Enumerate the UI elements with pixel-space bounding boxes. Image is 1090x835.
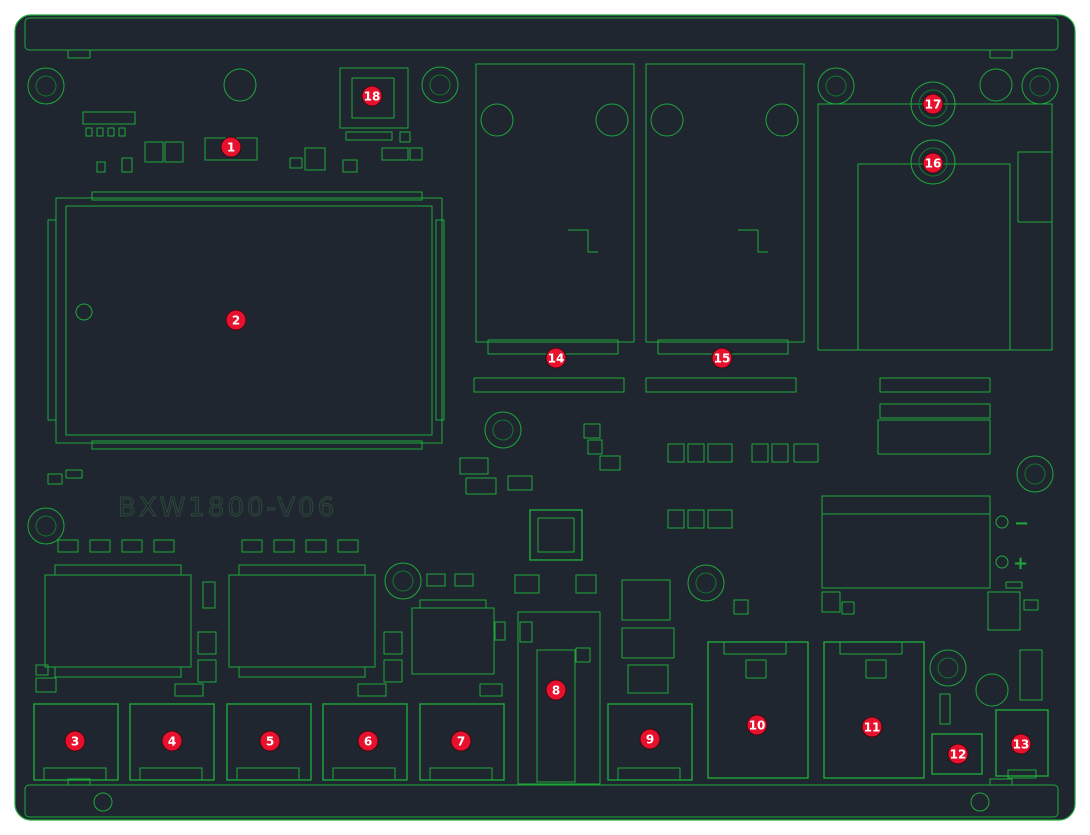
slot-8-outline: [517, 611, 601, 785]
right-small-components: [733, 581, 1039, 631]
marker-5-dot: [259, 730, 281, 752]
marker-17-label: 17: [925, 98, 942, 112]
marker-11-label: 11: [864, 721, 881, 735]
marker-17-dot: [922, 93, 944, 115]
battery-minus-sign: −: [1014, 513, 1029, 534]
marker-3-label: 3: [71, 735, 79, 749]
marker-8-label: 8: [552, 684, 560, 698]
marker-10-label: 10: [749, 719, 766, 733]
marker-14-label: 14: [548, 352, 565, 366]
left-small-components: [47, 469, 359, 553]
sd-slot-11-outline: [823, 641, 925, 779]
connector-13-outline: [995, 649, 1049, 779]
marker-11-dot: [861, 716, 883, 738]
connector-12-outline: [931, 693, 983, 775]
marker-2[interactable]: 2: [225, 309, 247, 331]
marker-6-dot: [357, 730, 379, 752]
marker-9[interactable]: 9: [639, 728, 661, 750]
battery-holder: − +: [821, 495, 1029, 589]
top-left-components: [82, 111, 423, 173]
battery-plus-sign: +: [1013, 553, 1028, 574]
transformer-right: [228, 564, 403, 697]
marker-13[interactable]: 13: [1010, 733, 1032, 755]
marker-15[interactable]: 15: [711, 347, 733, 369]
silkscreen-label: BXW1800-V06: [118, 493, 337, 523]
marker-12-dot: [947, 743, 969, 765]
marker-4-label: 4: [168, 735, 176, 749]
mid-components: [459, 423, 675, 694]
card-slot-14-outline: [473, 63, 635, 393]
marker-4-dot: [161, 730, 183, 752]
marker-15-dot: [711, 347, 733, 369]
marker-10-dot: [746, 714, 768, 736]
marker-12-label: 12: [950, 748, 967, 762]
marker-14[interactable]: 14: [545, 347, 567, 369]
marker-4[interactable]: 4: [161, 730, 183, 752]
marker-8-dot: [545, 679, 567, 701]
marker-11[interactable]: 11: [861, 716, 883, 738]
marker-17[interactable]: 17: [922, 93, 944, 115]
marker-2-label: 2: [232, 314, 240, 328]
marker-14-dot: [545, 347, 567, 369]
top-rail: [24, 17, 1059, 59]
marker-16[interactable]: 16: [922, 152, 944, 174]
marker-1[interactable]: 1: [220, 136, 242, 158]
card-slot-15-outline: [645, 63, 805, 393]
marker-9-dot: [639, 728, 661, 750]
marker-18[interactable]: 18: [361, 85, 383, 107]
module-16-17-outline: [817, 81, 1053, 455]
marker-7-dot: [450, 730, 472, 752]
marker-8[interactable]: 8: [545, 679, 567, 701]
marker-3[interactable]: 3: [64, 730, 86, 752]
marker-18-label: 18: [364, 90, 381, 104]
marker-7-label: 7: [457, 735, 465, 749]
marker-18-dot: [361, 85, 383, 107]
marker-16-label: 16: [925, 157, 942, 171]
chip-18-outline: [339, 67, 409, 141]
module-2-outline: [47, 191, 445, 450]
marker-3-dot: [64, 730, 86, 752]
sd-slot-10-outline: [707, 641, 809, 779]
marker-15-label: 15: [714, 352, 731, 366]
board-outline: [14, 14, 1076, 821]
marker-9-label: 9: [646, 733, 654, 747]
marker-1-label: 1: [227, 141, 235, 155]
right-center-clusters: [667, 443, 819, 529]
marker-2-dot: [225, 309, 247, 331]
marker-13-dot: [1010, 733, 1032, 755]
marker-12[interactable]: 12: [947, 743, 969, 765]
marker-16-dot: [922, 152, 944, 174]
marker-7[interactable]: 7: [450, 730, 472, 752]
marker-5-label: 5: [266, 735, 274, 749]
marker-6[interactable]: 6: [357, 730, 379, 752]
marker-10[interactable]: 10: [746, 714, 768, 736]
marker-13-label: 13: [1013, 738, 1030, 752]
bottom-rail: [24, 778, 1059, 818]
marker-5[interactable]: 5: [259, 730, 281, 752]
rj-ports: [33, 703, 693, 781]
mounting-holes: [27, 66, 1059, 707]
marker-6-label: 6: [364, 735, 372, 749]
transformer-third: [411, 573, 506, 697]
marker-1-dot: [220, 136, 242, 158]
transformer-left: [35, 564, 217, 697]
